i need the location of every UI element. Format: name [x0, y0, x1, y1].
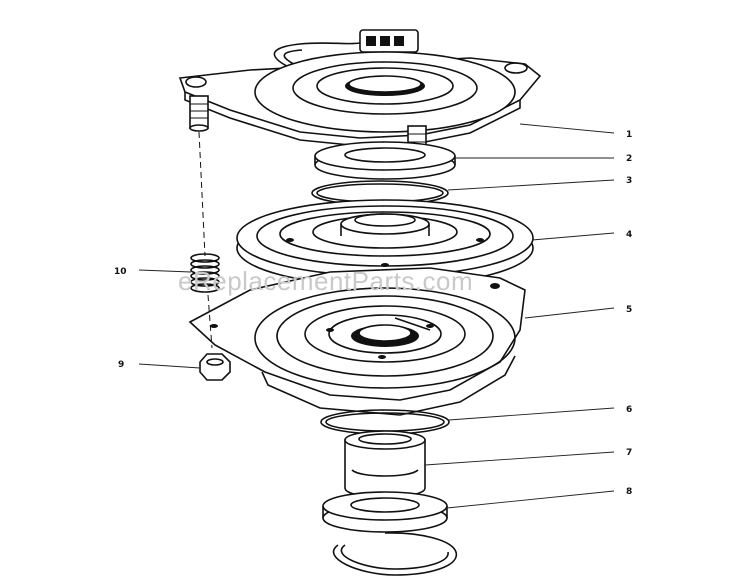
- part-9-nut: [199, 353, 231, 381]
- part-1-mounting-plate: [178, 29, 542, 174]
- callout-10: 10: [114, 267, 127, 277]
- callout-5: 5: [626, 305, 632, 315]
- bottom-snap-ring: [332, 532, 457, 576]
- part-10-spring: [190, 131, 220, 349]
- callout-8: 8: [626, 487, 632, 497]
- callout-2: 2: [626, 154, 632, 164]
- part-5-field-coil-assembly: [188, 267, 526, 416]
- watermark: eReplacementParts.com: [178, 266, 473, 296]
- callout-9: 9: [118, 360, 124, 370]
- callout-6: 6: [626, 405, 632, 415]
- part-7-spacer: [344, 430, 426, 498]
- callout-7: 7: [626, 448, 632, 458]
- part-8-lower-bearing: [322, 491, 448, 533]
- leader-lines: [138, 123, 615, 509]
- callout-3: 3: [626, 176, 632, 186]
- callout-1: 1: [626, 130, 632, 140]
- part-2-bearing: [314, 141, 456, 180]
- callout-4: 4: [626, 230, 632, 240]
- part-4-rotor: [236, 199, 534, 287]
